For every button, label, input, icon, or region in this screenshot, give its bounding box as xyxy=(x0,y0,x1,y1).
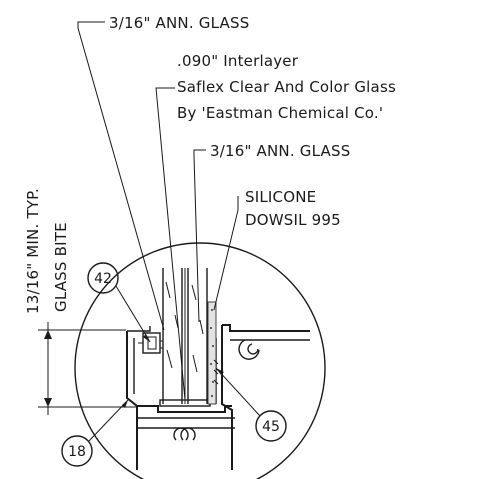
leader-42 xyxy=(115,285,151,343)
detail-circle xyxy=(74,242,326,479)
glazing-gasket xyxy=(138,332,163,354)
silicone-bead xyxy=(207,301,219,405)
leader-interlayer xyxy=(155,87,186,401)
glass-panes xyxy=(162,268,208,404)
dim-bite-label: GLASS BITE xyxy=(52,222,70,312)
leader-glass-inner xyxy=(193,149,206,323)
leader-glass-top xyxy=(77,21,165,331)
interlayer-label-1: .090" Interlayer xyxy=(177,52,299,70)
interlayer-label-2: Saflex Clear And Color Glass xyxy=(177,78,396,96)
callout-45-label: 45 xyxy=(262,419,280,435)
silicone-label-1: SILICONE xyxy=(245,188,316,206)
callout-45-bubble xyxy=(255,410,287,442)
aluminum-frame xyxy=(126,324,310,470)
callout-18-bubble xyxy=(61,435,93,467)
leader-18 xyxy=(88,399,129,442)
callout-18-label: 18 xyxy=(68,444,86,460)
dim-min-label: 13/16" MIN. TYP. xyxy=(24,188,42,314)
glass-inner-label: 3/16" ANN. GLASS xyxy=(210,142,350,160)
leader-silicone xyxy=(213,196,239,311)
callout-42-label: 42 xyxy=(94,271,112,287)
interlayer-label-3: By 'Eastman Chemical Co.' xyxy=(177,104,383,122)
callout-42-bubble xyxy=(87,262,119,294)
leader-45 xyxy=(215,367,261,417)
glass-top-label: 3/16" ANN. GLASS xyxy=(109,14,249,32)
silicone-label-2: DOWSIL 995 xyxy=(245,211,341,229)
glass-bite-dimension xyxy=(38,322,136,415)
